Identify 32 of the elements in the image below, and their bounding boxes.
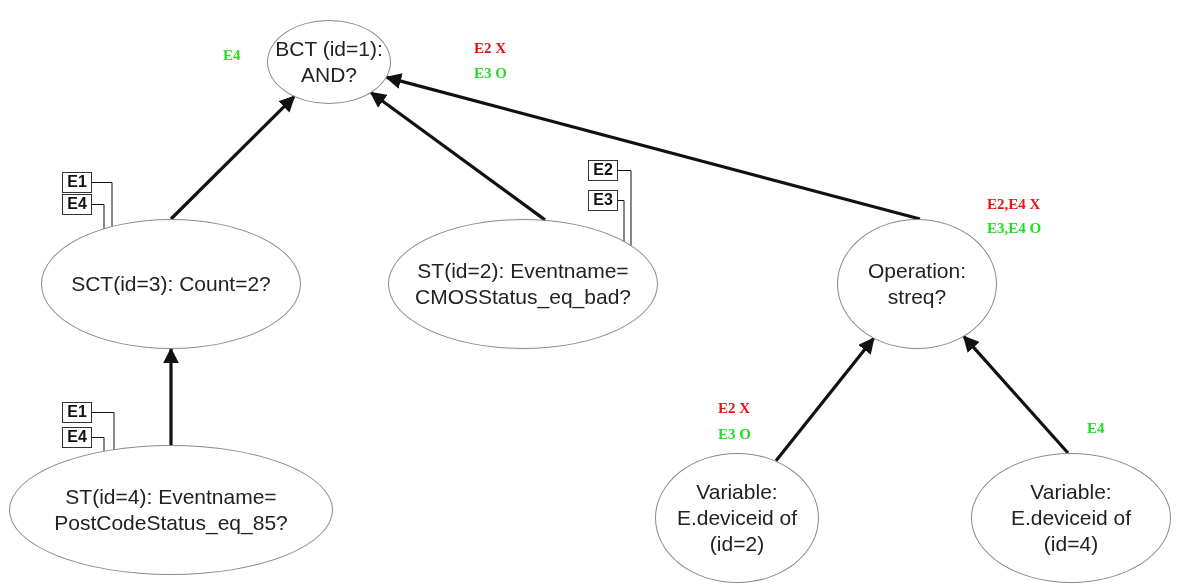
event-tag: E1 <box>62 172 92 193</box>
node-label: Variable: E.deviceid of (id=2) <box>675 479 799 557</box>
event-annotation: E2 X <box>718 399 751 417</box>
arrow <box>163 347 179 445</box>
leader-line <box>91 204 105 230</box>
leader-line <box>91 182 113 228</box>
event-tag: E2 <box>588 160 618 181</box>
leader-line <box>617 170 632 247</box>
arrow <box>962 335 1070 455</box>
node-label: Variable: E.deviceid of (id=4) <box>1009 479 1133 557</box>
event-tag: E4 <box>62 427 92 448</box>
event-annotation: E4 <box>1087 419 1105 437</box>
node-label: BCT (id=1): AND? <box>274 36 384 88</box>
event-tag: E3 <box>588 190 618 211</box>
leader-line <box>617 200 625 243</box>
event-annotation: E3 O <box>474 64 507 82</box>
node-label: Operation: streq? <box>866 258 968 310</box>
event-annotation: E4 <box>223 46 241 64</box>
node-label: ST(id=2): Eventname= CMOSStatus_eq_bad? <box>414 258 632 310</box>
leader-line <box>91 412 115 451</box>
arrow <box>385 73 921 221</box>
arrow <box>774 337 875 462</box>
arrow <box>169 95 296 221</box>
leader-line <box>91 437 105 453</box>
node-label: ST(id=4): Eventname= PostCodeStatus_eq_85? <box>53 484 289 536</box>
event-annotation: E2,E4 X <box>987 195 1041 213</box>
event-annotation: E2 X <box>474 39 507 57</box>
event-annotation: E3 O <box>718 425 751 443</box>
event-annotation: E3,E4 O <box>987 219 1042 237</box>
event-tag: E1 <box>62 402 92 423</box>
event-tag: E4 <box>62 194 92 215</box>
node-label: SCT(id=3): Count=2? <box>71 271 271 297</box>
